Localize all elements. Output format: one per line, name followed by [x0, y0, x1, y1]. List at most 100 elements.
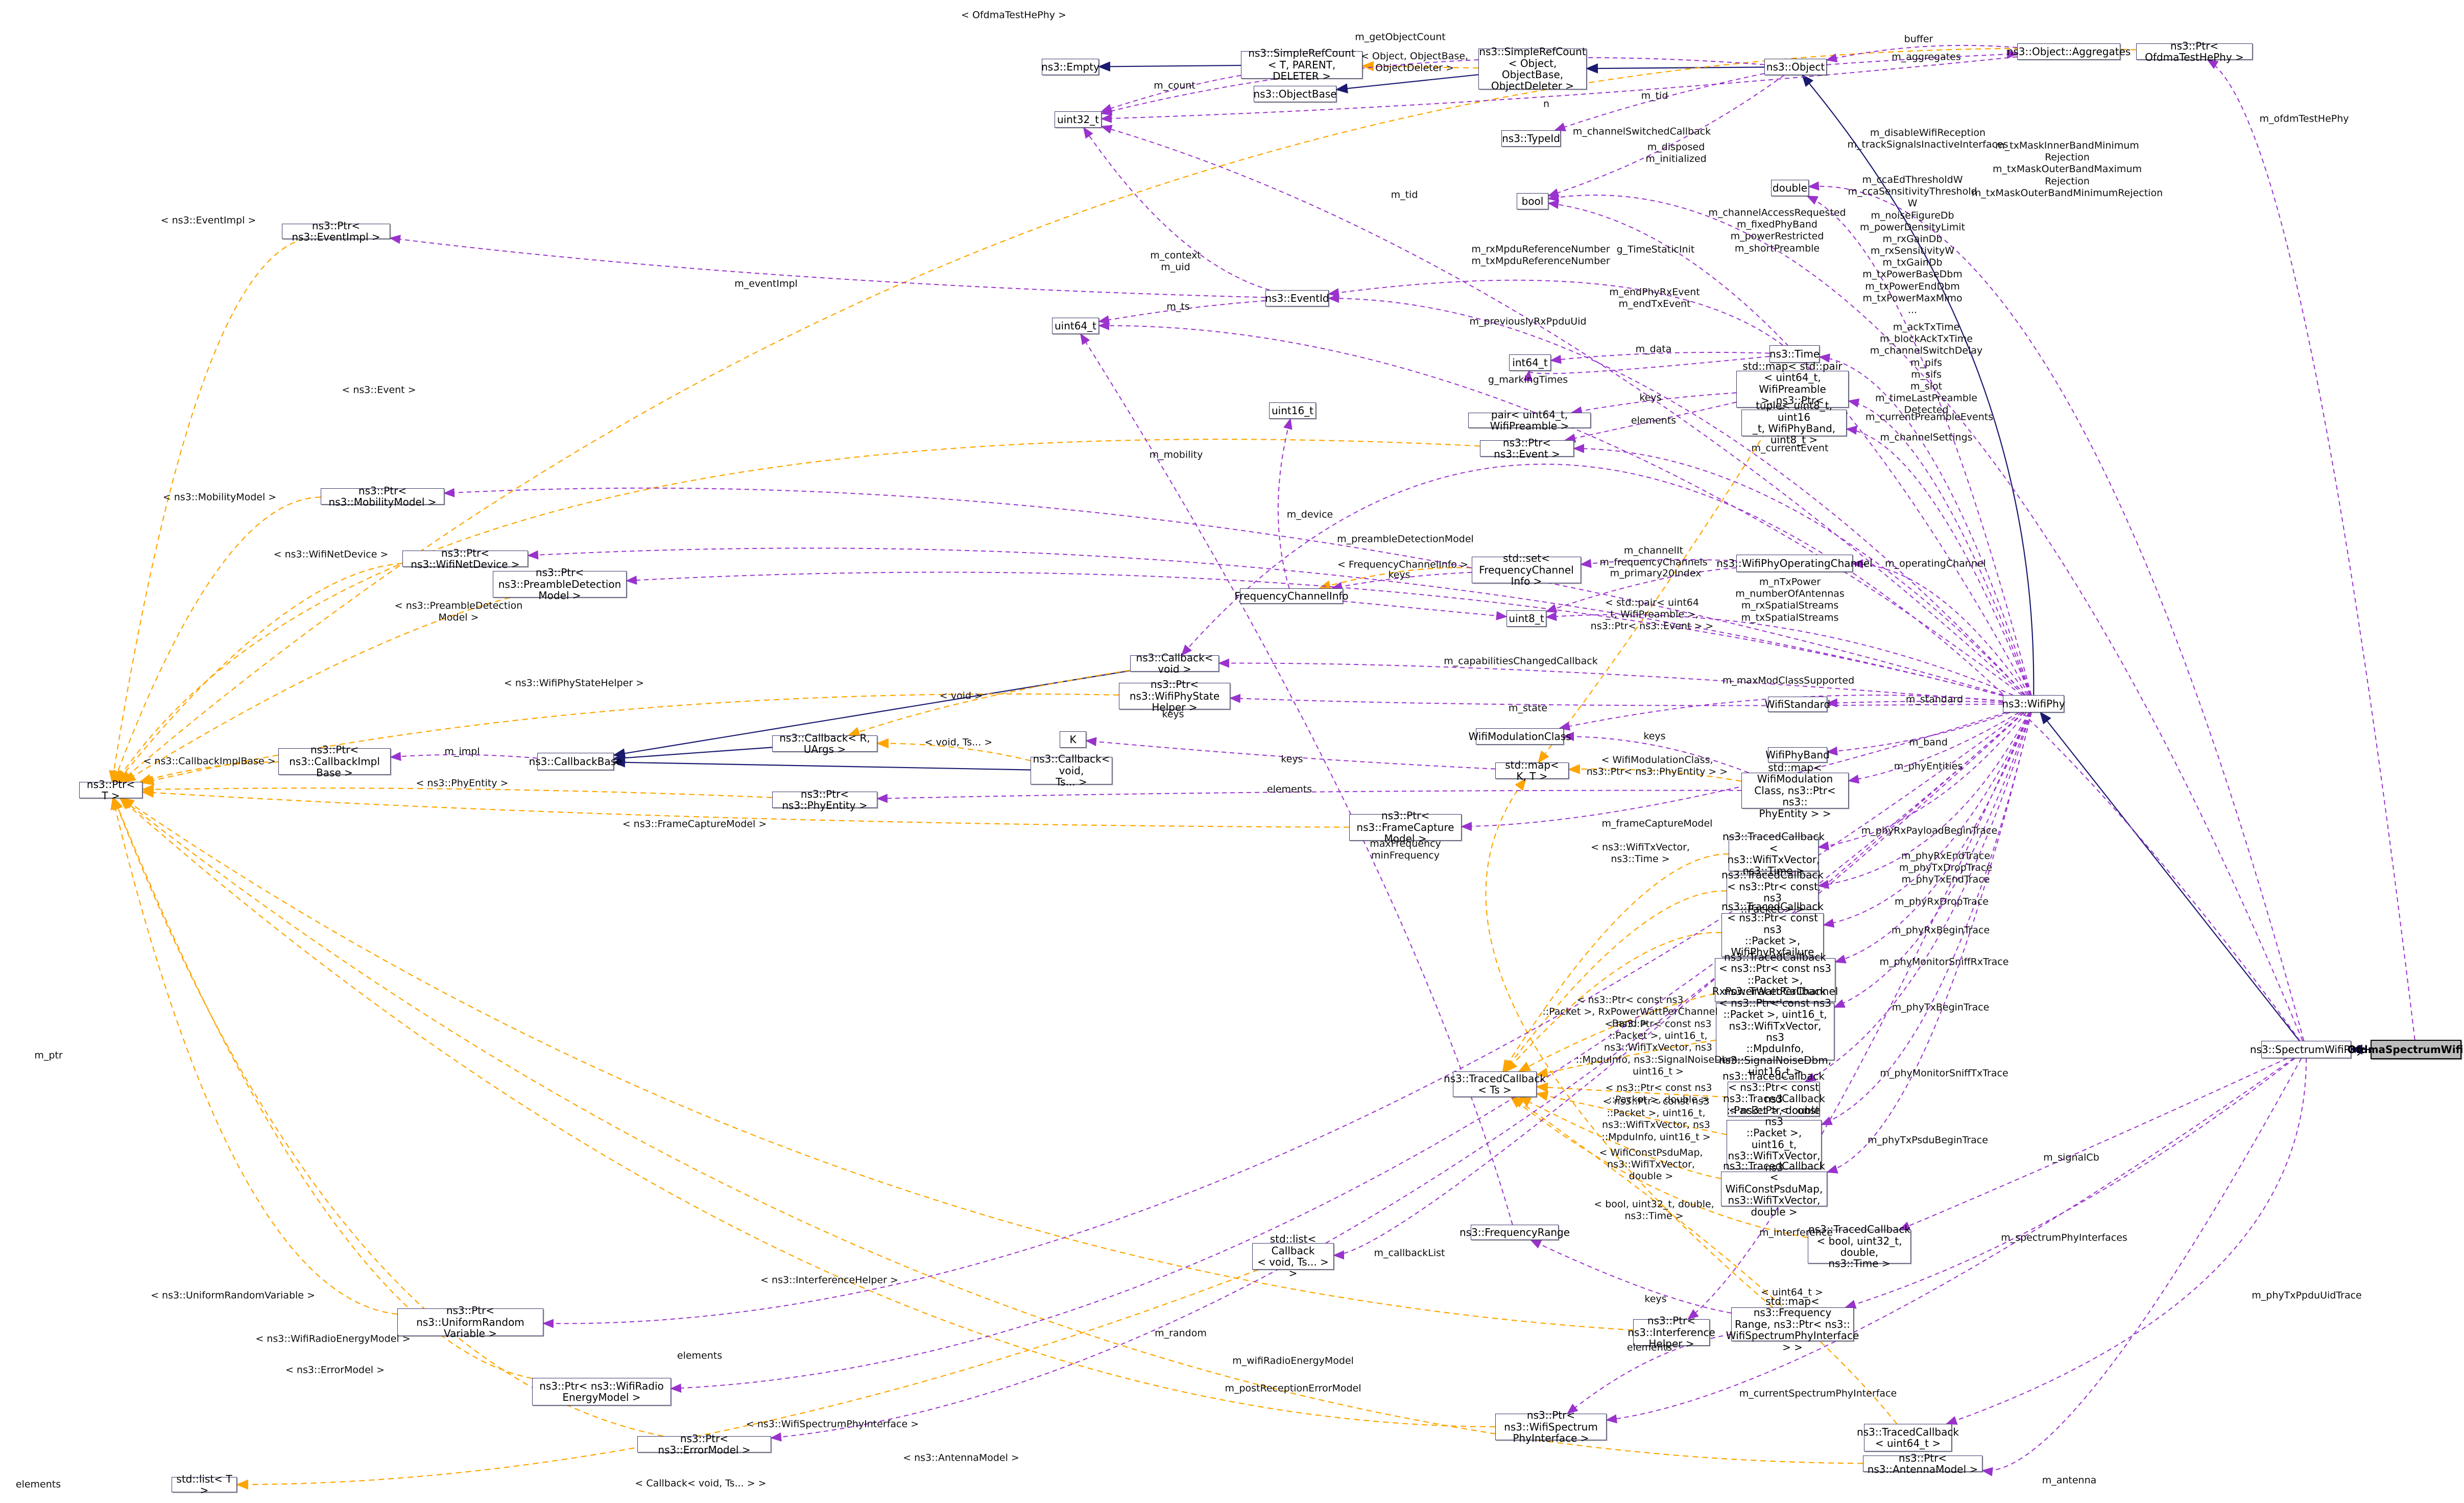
edge-wifiphy-to-ptr-wifiphystatehelper — [1229, 694, 2003, 706]
node-empty[interactable]: ns3::Empty — [1041, 59, 1099, 75]
edge-aggregates-to-uint32-t — [1101, 56, 2018, 123]
node-uint8-t[interactable]: uint8_t — [1506, 610, 1546, 627]
node-list-callback[interactable]: std::list< Callback < void, Ts... > > — [1252, 1233, 1334, 1279]
node-bool[interactable]: bool — [1517, 193, 1548, 209]
node-pair-uint64-wifipreamble[interactable]: pair< uint64_t, WifiPreamble > — [1468, 409, 1591, 432]
node-ptr-t[interactable]: ns3::Ptr< T > — [79, 778, 142, 801]
node-ptr-uniformrandom[interactable]: ns3::Ptr< ns3::UniformRandom Variable > — [397, 1305, 543, 1339]
node-callback-void-ts[interactable]: ns3::Callback< void, Ts... > — [1031, 753, 1112, 788]
node-tracedcb-uint64[interactable]: ns3::TracedCallback < uint64_t > — [1857, 1424, 1959, 1451]
node-wifiphyband[interactable]: WifiPhyBand — [1765, 747, 1830, 762]
node-wifiphyoperatingchannel[interactable]: ns3::WifiPhyOperatingChannel — [1716, 555, 1873, 572]
node-set-freqchannelinfo[interactable]: std::set< FrequencyChannel Info > — [1472, 553, 1581, 587]
node-callback-r-uargs[interactable]: ns3::Callback< R, UArgs > — [772, 732, 877, 755]
node-ptr-wifiphystatehelper[interactable]: ns3::Ptr< ns3::WifiPhyState Helper > — [1119, 679, 1230, 713]
node-simplerefcount-obj[interactable]: ns3::SimpleRefCount < Object, ObjectBase… — [1478, 45, 1587, 92]
node-ptr-interferencehelper[interactable]: ns3::Ptr< ns3::Interference Helper > — [1628, 1315, 1715, 1350]
node-wifiphy[interactable]: ns3::WifiPhy — [2002, 695, 2065, 712]
edge-freqchannelinfo-to-uint16-t — [1277, 418, 1293, 589]
node-ptr-wifispectruminterface[interactable]: ns3::Ptr< ns3::WifiSpectrum PhyInterface… — [1495, 1410, 1607, 1444]
node-eventid[interactable]: ns3::EventId — [1265, 290, 1329, 306]
node-spectrumwifiphy[interactable]: ns3::SpectrumWifiPhy — [2250, 1041, 2362, 1058]
node-k-box[interactable]: K — [1060, 731, 1086, 748]
node-ptr-preamble[interactable]: ns3::Ptr< ns3::PreambleDetection Model > — [493, 567, 627, 601]
edge-wifiphy-to-tuple-channel — [1846, 425, 2031, 696]
node-frequencyrange[interactable]: ns3::FrequencyRange — [1460, 1225, 1570, 1240]
edge-tracedcb-uint64-to-tracedcb-ts — [1512, 1096, 1898, 1424]
edge-wifiphy-to-wifiphyband — [1826, 712, 2011, 756]
edge-tracedcb-sniffrx-to-tracedcb-ts — [1535, 1039, 1716, 1078]
node-map-k-t[interactable]: std::map< K, T > — [1495, 759, 1569, 782]
edge-object-to-bool — [1547, 75, 1785, 197]
edge-wifiphy-to-wifistandard — [1826, 698, 2003, 708]
node-ptr-ofdmatesthephy[interactable]: ns3::Ptr< OfdmaTestHePhy > — [2136, 40, 2253, 63]
node-tracedcb-packet-double[interactable]: ns3::TracedCallback < ns3::Ptr< const ns… — [1723, 1070, 1825, 1128]
edge-simplerefcount-obj-to-objectbase — [1335, 74, 1479, 94]
edge-wifiphy-to-double — [1806, 196, 2032, 696]
node-tracedcb-psdumap[interactable]: ns3::TracedCallback < WifiConstPsduMap, … — [1721, 1160, 1827, 1218]
edge-wifiphy-to-map-pair-event — [1848, 398, 2031, 696]
node-tracedcb-txvector-time[interactable]: ns3::TracedCallback < ns3::WifiTxVector,… — [1723, 830, 1825, 877]
node-tracedcb-ts[interactable]: ns3::TracedCallback < Ts > — [1444, 1071, 1546, 1097]
node-object[interactable]: ns3::Object — [1764, 59, 1827, 75]
edge-wifiphy-to-uint8-t — [1545, 612, 2014, 696]
node-list-t[interactable]: std::list< T > — [172, 1473, 237, 1496]
node-ptr-callbackimplbase[interactable]: ns3::Ptr< ns3::CallbackImpl Base > — [278, 744, 391, 778]
edge-callback-void-to-callback-r-uargs — [847, 670, 1131, 737]
node-ptr-errormodel[interactable]: ns3::Ptr< ns3::ErrorModel > — [637, 1433, 771, 1456]
edge-spectrumwifiphy-to-ptr-antennamodel — [1981, 1058, 2302, 1476]
node-uint64-t[interactable]: uint64_t — [1052, 318, 1099, 334]
edge-wifiphy-to-wifiphyoperatingchannel — [1852, 559, 2028, 696]
node-simplerefcount-t[interactable]: ns3::SimpleRefCount < T, PARENT, DELETER… — [1241, 47, 1362, 82]
edge-map-k-t-to-k-box — [1085, 737, 1496, 770]
node-ptr-antennamodel[interactable]: ns3::Ptr< ns3::AntennaModel > — [1863, 1452, 1982, 1475]
edge-wifiphy-to-ptr-interferencehelper — [1687, 712, 2030, 1320]
node-ptr-phyentity[interactable]: ns3::Ptr< ns3::PhyEntity > — [772, 788, 877, 811]
edge-wifiphy-to-tracedcb-sniffrx — [1833, 712, 2031, 1008]
node-aggregates[interactable]: ns3::Object::Aggregates — [2007, 43, 2131, 60]
node-objectbase[interactable]: ns3::ObjectBase — [1253, 86, 1337, 102]
node-ptr-framecapturemodel[interactable]: ns3::Ptr< ns3::FrameCapture Model > — [1349, 810, 1462, 844]
node-int64-t[interactable]: int64_t — [1509, 354, 1551, 371]
edge-wifiphy-to-ptr-wifiradioenergy — [670, 712, 2024, 1393]
edge-spectrumwifiphy-to-callback-void — [1181, 463, 2301, 1041]
edge-object-to-aggregates — [1826, 50, 2018, 65]
edge-map-pair-event-to-ptr-event — [1564, 401, 1737, 443]
edge-wifiphy-to-tracedcb-psdumap — [1826, 712, 2032, 1174]
node-map-modclass-phyentity[interactable]: std::map< WifiModulation Class, ns3::Ptr… — [1741, 762, 1849, 819]
node-callback-void[interactable]: ns3::Callback< void > — [1130, 652, 1219, 675]
edge-wifiphy-to-ptr-event — [1573, 444, 2026, 696]
node-ptr-wifiradioenergy[interactable]: ns3::Ptr< ns3::WifiRadio EnergyModel > — [532, 1378, 671, 1405]
node-uint16-t[interactable]: uint16_t — [1269, 402, 1316, 419]
node-ofdmaspectrumwifiphy[interactable]: OfdmaSpectrumWifiPhy — [2348, 1040, 2464, 1059]
edge-wifiphy-to-tracedcb-snifftx — [1821, 712, 2032, 1126]
edge-wifiphy-to-eventid — [1328, 294, 2026, 696]
node-wifimodulationclass[interactable]: WifiModulationClass — [1468, 728, 1571, 745]
node-time[interactable]: ns3::Time — [1769, 345, 1820, 363]
edge-eventid-to-uint64-t — [1098, 300, 1266, 325]
node-typeid[interactable]: ns3::TypeId — [1501, 130, 1561, 147]
edge-ptr-mobility-to-ptr-t — [113, 496, 321, 783]
node-ptr-netdevice[interactable]: ns3::Ptr< ns3::WifiNetDevice > — [402, 547, 528, 570]
node-tuple-channel[interactable]: tuple< uint8_t, uint16 _t, WifiPhyBand, … — [1741, 400, 1847, 446]
node-ptr-mobility[interactable]: ns3::Ptr< ns3::MobilityModel > — [321, 485, 444, 508]
edge-wifiphyoperatingchannel-to-set-freqchannelinfo — [1580, 559, 1737, 568]
edge-wifiphy-to-object — [1801, 74, 2035, 696]
edge-spectrumwifiphy-to-map-freqrange-interface — [1844, 1058, 2295, 1309]
edge-spectrumwifiphy-to-tracedcb-bool — [1898, 1058, 2288, 1230]
node-uint32-t[interactable]: uint32_t — [1055, 111, 1102, 128]
node-wifistandard[interactable]: WifiStandard — [1765, 697, 1830, 712]
node-tracedcb-bool[interactable]: ns3::TracedCallback < bool, uint32_t, do… — [1808, 1223, 1911, 1270]
edge-wifiphy-to-bool — [1547, 200, 2029, 696]
node-ptr-eventimpl[interactable]: ns3::Ptr< ns3::EventImpl > — [282, 220, 390, 243]
edge-callback-void-ts-to-callbackbase — [612, 757, 1031, 771]
edge-ptr-wifiradioenergy-to-ptr-t — [113, 797, 533, 1379]
node-ptr-event[interactable]: ns3::Ptr< ns3::Event > — [1480, 437, 1574, 460]
node-double[interactable]: double — [1771, 180, 1809, 196]
node-freqchannelinfo[interactable]: FrequencyChannelInfo — [1234, 588, 1349, 604]
node-callbackbase[interactable]: ns3::CallbackBase — [529, 753, 622, 770]
node-tracedcb-packet-rxpower[interactable]: ns3::TracedCallback < ns3::Ptr< const ns… — [1712, 951, 1838, 1009]
node-map-freqrange-interface[interactable]: std::map< ns3::Frequency Range, ns3::Ptr… — [1726, 1295, 1859, 1353]
node-tracedcb-sniffrx[interactable]: ns3::TracedCallback < ns3::Ptr< const ns… — [1716, 986, 1834, 1077]
edge-wifiphy-to-tracedcb-packet-rxpower — [1834, 712, 2030, 964]
